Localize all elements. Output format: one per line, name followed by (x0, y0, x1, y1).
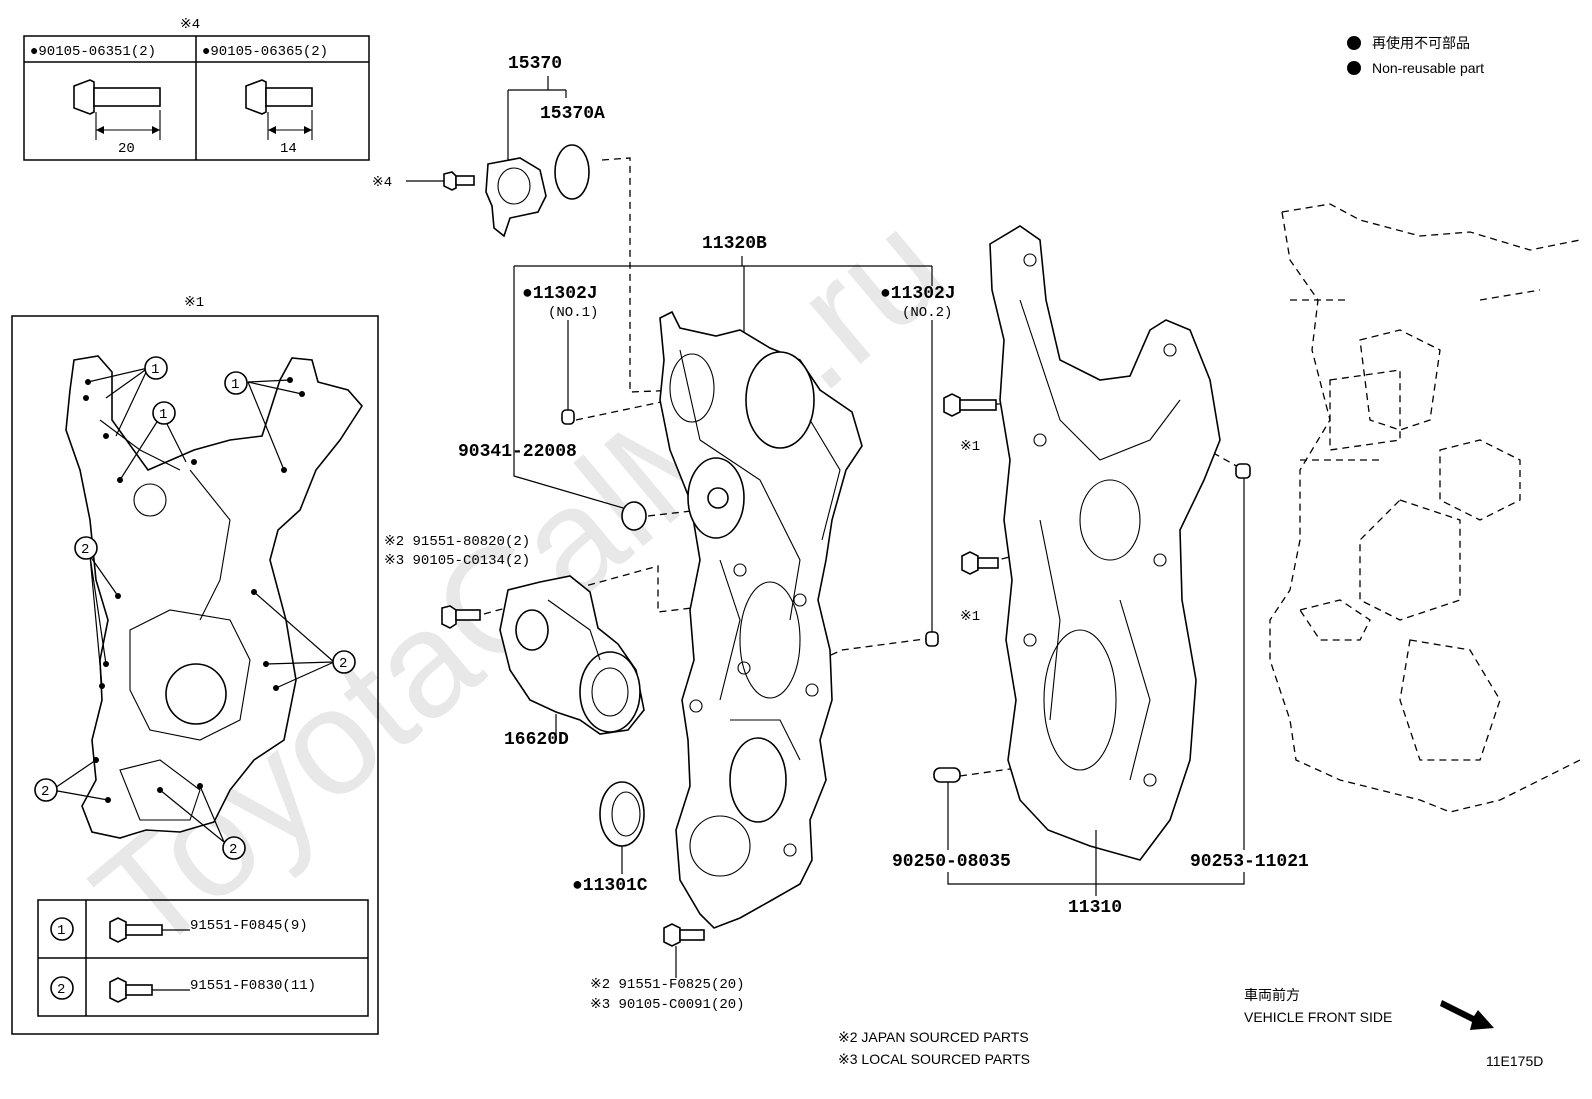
marker-1: 1 (152, 401, 176, 425)
callout-11302J-1: ●11302J (522, 284, 598, 304)
arrow-down-right-icon (1440, 1000, 1494, 1030)
inset4-title: ※4 (180, 17, 200, 33)
marker-2: 2 (222, 836, 246, 860)
callout-star1-b: ※1 (960, 609, 980, 625)
marker-2: 2 (74, 536, 98, 560)
callout-star4: ※4 (372, 175, 392, 191)
footnote-local: ※3 LOCAL SOURCED PARTS (838, 1051, 1030, 1067)
table-part: 91551-F0845(9) (190, 918, 308, 934)
bolt-icon (73, 79, 161, 140)
callout-star3-a: ※3 90105-C0134(2) (384, 553, 530, 569)
part-11310: ※1 ※1 90250-08035 90253-11021 11310 (892, 225, 1309, 918)
callout-11320B: 11320B (702, 234, 767, 254)
plug-icon (621, 501, 647, 531)
inset4-part-1: ●90105-06351(2) (30, 44, 156, 60)
part-15370: 15370 15370A ※4 (372, 54, 605, 238)
callout-star2-b: ※2 91551-F0825(20) (590, 977, 745, 993)
svg-text:2: 2 (81, 542, 89, 558)
bolt-icon (943, 393, 997, 417)
bolt-icon (663, 923, 705, 947)
svg-text:1: 1 (159, 407, 167, 423)
table-part: 91551-F0830(11) (190, 978, 316, 994)
bolt-icon (441, 605, 481, 629)
pin-icon (933, 767, 961, 783)
callout-11302J-2: ●11302J (880, 284, 956, 304)
part-timing-chain-cover (659, 310, 863, 929)
inset-bolt-dimensions: ※4 ●90105-06351(2) ●90105-06365(2) 20 14 (23, 17, 370, 161)
callout-no2: (NO.2) (902, 305, 952, 321)
legend-jp: 再使用不可部品 (1372, 35, 1470, 51)
callout-star3-b: ※3 90105-C0091(20) (590, 997, 745, 1013)
legend: 再使用不可部品 Non-reusable part (1347, 35, 1484, 76)
marker-2: 2 (34, 778, 58, 802)
callout-no1: (NO.1) (548, 305, 598, 321)
inset1-title: ※1 (184, 295, 204, 311)
callout-star1-a: ※1 (960, 439, 980, 455)
marker-2: 2 (332, 650, 356, 674)
pin-icon (1235, 463, 1251, 479)
callout-90250-08035: 90250-08035 (892, 852, 1011, 872)
bolt-icon (109, 917, 163, 943)
svg-text:1: 1 (231, 377, 239, 393)
direction-jp: 車両前方 (1244, 987, 1300, 1003)
callout-star2-a: ※2 91551-80820(2) (384, 534, 530, 550)
marker-1: 1 (144, 356, 168, 380)
callout-90341-22008: 90341-22008 (458, 442, 577, 462)
engine-block-outline (1269, 203, 1581, 813)
svg-text:2: 2 (339, 656, 347, 672)
svg-text:2: 2 (229, 842, 237, 858)
figure-code: 11E175D (1486, 1053, 1543, 1069)
callout-group-11320B: 11320B ●11302J (NO.1) ●11302J (NO.2) 903… (458, 234, 956, 647)
non-reusable-dot-icon (1347, 36, 1361, 50)
table-key: 2 (57, 982, 65, 998)
marker-1: 1 (224, 371, 248, 395)
non-reusable-dot-icon (1347, 61, 1361, 75)
bolt-icon (245, 79, 313, 140)
legend-en: Non-reusable part (1372, 60, 1484, 76)
inset-bolt-locations: ※1 1 (11, 295, 379, 1035)
callout-15370A: 15370A (540, 104, 605, 124)
direction-en: VEHICLE FRONT SIDE (1244, 1009, 1392, 1025)
footnote-japan: ※2 JAPAN SOURCED PARTS (838, 1029, 1029, 1045)
callout-15370: 15370 (508, 54, 562, 74)
table-key: 1 (57, 923, 65, 939)
callout-11301C: ●11301C (572, 876, 648, 896)
svg-text:1: 1 (151, 362, 159, 378)
callout-11310: 11310 (1068, 898, 1122, 918)
inset4-dim-1: 20 (118, 141, 135, 157)
inset4-dim-2: 14 (280, 141, 297, 157)
part-16620D: ※2 91551-80820(2) ※3 90105-C0134(2) 1662… (384, 534, 645, 750)
table-row: 2 91551-F0830(11) (50, 976, 316, 1003)
bolt-icon (109, 977, 153, 1003)
part-11301C: ●11301C ※2 91551-F0825(20) ※3 90105-C009… (572, 781, 745, 1013)
bolt-icon (443, 171, 475, 191)
table-row: 1 91551-F0845(9) (50, 917, 308, 943)
svg-text:2: 2 (41, 784, 49, 800)
bolt-icon (961, 551, 999, 575)
callout-16620D: 16620D (504, 730, 569, 750)
callout-90253-11021: 90253-11021 (1190, 852, 1309, 872)
inset4-part-2: ●90105-06365(2) (202, 44, 328, 60)
